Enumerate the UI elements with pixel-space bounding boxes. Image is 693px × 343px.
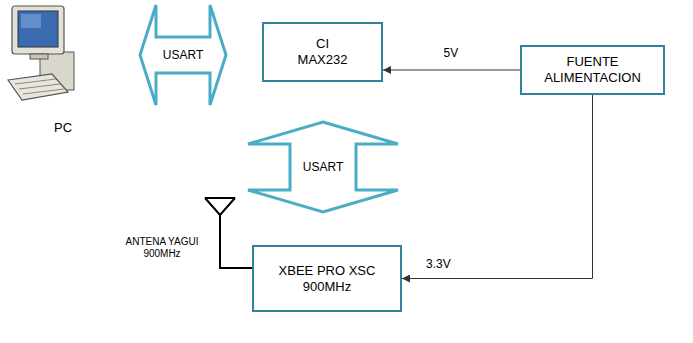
node-text: FUENTE ALIMENTACION	[538, 54, 648, 85]
node-text: CI MAX232	[291, 36, 355, 67]
arrow-outline-path	[248, 122, 398, 212]
process-box: FUENTE ALIMENTACION	[520, 45, 665, 95]
double-arrow-shape: USART	[140, 5, 226, 105]
yagi-antenna	[205, 198, 252, 268]
node-text: USART	[160, 47, 206, 63]
voltage-label: 3.3V	[424, 257, 453, 271]
process-box: CI MAX232	[262, 22, 383, 82]
arrow-outline-path	[140, 5, 226, 105]
node-text: XBEE PRO XSC 900MHz	[271, 263, 383, 294]
power-connector	[402, 95, 593, 279]
voltage-label: 5V	[442, 46, 461, 60]
power-connector	[383, 70, 520, 71]
process-box: XBEE PRO XSC 900MHz	[252, 245, 402, 312]
pc-icon	[8, 6, 74, 100]
device-label: PC	[45, 120, 81, 136]
node-text: USART	[300, 159, 346, 175]
antenna-label: ANTENA YAGUI 900MHz	[118, 236, 206, 260]
double-arrow-shape: USART	[248, 122, 398, 212]
